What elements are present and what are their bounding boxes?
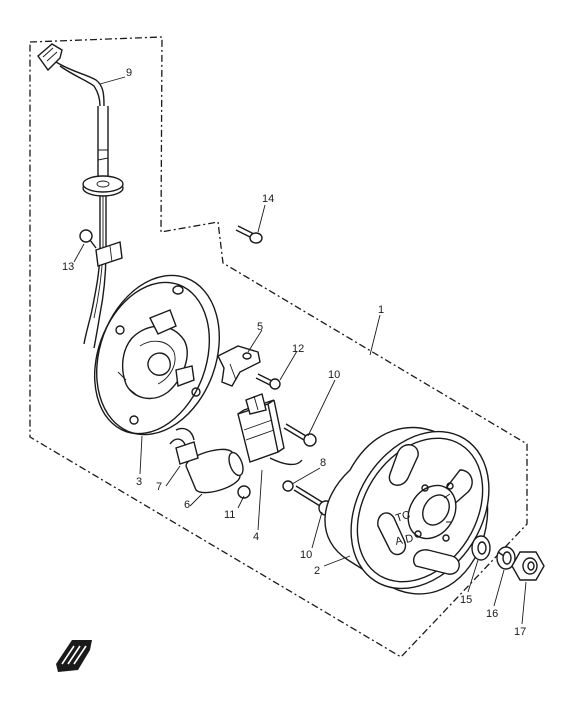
rotor-mark-upper: TC — [394, 509, 412, 525]
leader-lines — [73, 76, 527, 625]
callout-16: 16 — [486, 608, 498, 620]
screw-10-upper — [283, 423, 317, 447]
callout-15: 15 — [460, 594, 472, 606]
screw-12 — [255, 373, 281, 390]
callout-9: 9 — [126, 67, 132, 79]
screw-13 — [79, 229, 97, 249]
flywheel-rotor: TC A.D — [324, 426, 490, 595]
stator-base-plate — [93, 274, 220, 436]
callout-10-upper: 10 — [328, 369, 340, 381]
callout-1: 1 — [378, 304, 384, 316]
corner-emblem-icon — [56, 640, 92, 672]
callout-6: 6 — [184, 499, 190, 511]
callout-4: 4 — [253, 531, 259, 543]
callout-14: 14 — [262, 193, 274, 205]
screw-14 — [235, 225, 263, 244]
callout-8: 8 — [320, 457, 326, 469]
callout-2: 2 — [314, 565, 320, 577]
callout-11: 11 — [224, 509, 235, 521]
ignition-coil — [237, 393, 303, 466]
contact-breaker — [217, 345, 261, 387]
condenser — [169, 427, 244, 494]
wire-harness — [37, 43, 124, 349]
assembly-boundary — [29, 36, 528, 658]
callout-5: 5 — [257, 321, 263, 333]
callout-labels: 9 14 13 5 12 1 10 8 10 11 4 6 7 3 2 15 1… — [62, 67, 526, 638]
rotor-mark-lower: A.D — [394, 532, 414, 548]
callout-3: 3 — [136, 476, 142, 488]
callout-10-lower: 10 — [300, 549, 312, 561]
callout-12: 12 — [292, 343, 304, 355]
callout-13: 13 — [62, 261, 74, 273]
screw-11 — [237, 485, 251, 499]
washer-8 — [282, 480, 294, 492]
callout-17: 17 — [514, 626, 526, 638]
washer-15 — [471, 535, 491, 561]
callout-7: 7 — [156, 481, 162, 493]
nut-17 — [511, 551, 545, 581]
lock-washer-16 — [496, 546, 516, 570]
